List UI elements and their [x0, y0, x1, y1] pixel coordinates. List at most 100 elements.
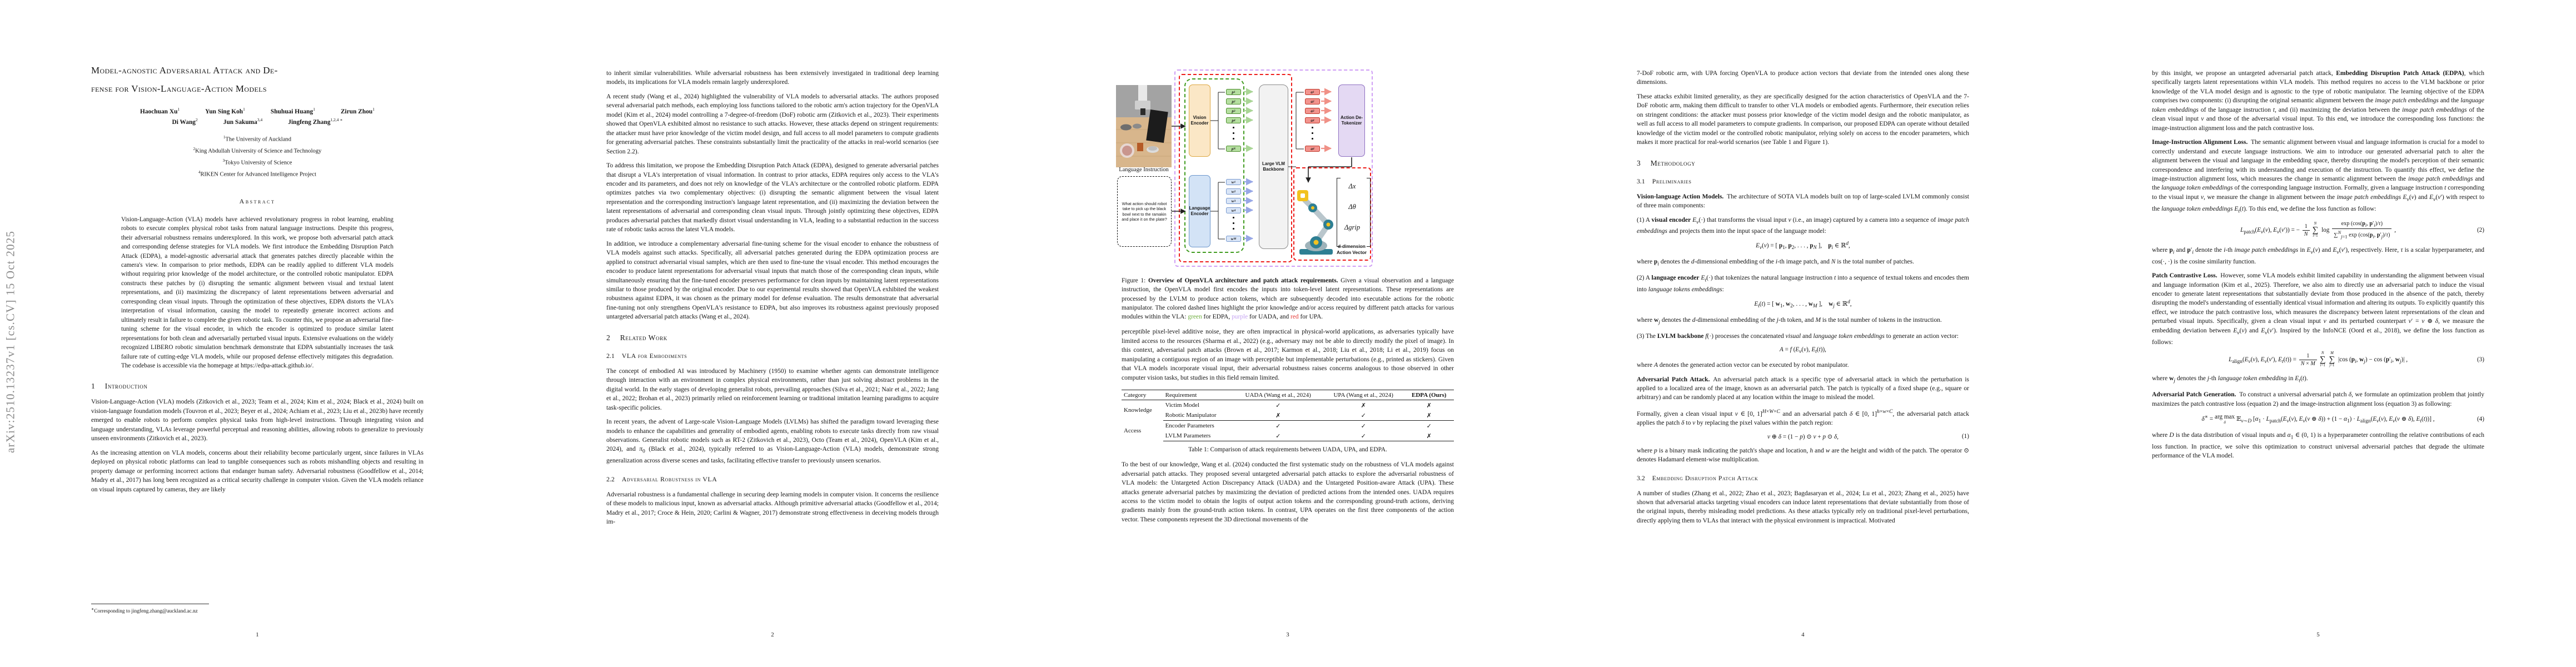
paragraph: (1) A visual encoder Ev(·) that transfor… [1637, 216, 1970, 235]
vlm-backbone-box: Large VLM Backbone [1259, 84, 1288, 249]
token-subscript: 4 [1313, 118, 1314, 122]
page-content: by this insight, we propose an untargete… [2152, 0, 2484, 466]
author-affiliation-sup: 1,2,4 ∗ [330, 117, 343, 122]
legend-word-green: green [1188, 313, 1202, 321]
homepage-link[interactable]: https://edpa-attack.github.io/ [240, 362, 312, 369]
token-symbol: w [1231, 180, 1234, 185]
paragraph: where wj denotes the j-th language token… [2152, 375, 2308, 384]
vector-bracket-left [1337, 178, 1341, 247]
author-name: Jun Sakuma3,4 [223, 117, 262, 126]
paragraph: A number of studies (Zhang et al., 2022;… [1637, 490, 1969, 524]
table-header-cell: Requirement [1163, 390, 1234, 401]
paragraph: (2) A language encoder Et(·) that tokeni… [1637, 275, 1969, 293]
token-symbol: a [1311, 89, 1313, 94]
paragraph: Adversarial robustness is a fundamental … [606, 491, 939, 525]
author-affiliation-sup: 3,4 [257, 117, 263, 122]
token-subscript: 2 [1234, 99, 1235, 103]
page-4: 7-DoF robotic arm, with UPA forcing Open… [1546, 0, 2061, 667]
figure-arrows [1030, 0, 1546, 311]
affiliation-line: 3Tokyo University of Science [91, 156, 423, 168]
paragraph: 7-DoF robotic arm, with UPA forcing Open… [1637, 70, 1969, 86]
paper-title: Model-agnostic Adversarial Attack and De… [91, 61, 423, 98]
page-content: 7-DoF robotic arm, with UPA forcing Open… [1637, 0, 1969, 530]
author-name-text: Shuhuai Huang [270, 108, 313, 115]
ellipsis-dots-icon [1233, 217, 1234, 233]
table-requirement-cell: LVLM Parameters [1163, 431, 1234, 442]
equation: A = f (Ev(v), Et(t)), [1637, 346, 1969, 355]
token-subscript: d [1313, 147, 1314, 151]
action-detokenizer-box: Action De-Tokenizer [1338, 84, 1365, 157]
token-symbol: a [1311, 146, 1313, 151]
paragraph: where pi and p′i denote the i-th image p… [2152, 246, 2485, 265]
token-symbol: w [1231, 189, 1234, 194]
upa-red-dashed-region [1179, 74, 1292, 262]
token-subscript: 2 [1313, 99, 1314, 103]
page-5: by this insight, we propose an untargete… [2061, 0, 2576, 667]
paragraph: Adversarial Patch Attack. An adversarial… [1637, 376, 1969, 401]
table-header-cell: UPA (Wang et al., 2024) [1322, 390, 1404, 401]
requirement-check-icon: ✓ [1426, 422, 1432, 430]
requirement-check-icon: ✓ [1233, 431, 1323, 442]
page-number: 4 [1801, 631, 1805, 638]
author-name: Di Wang2 [172, 117, 197, 126]
paragraph: In addition, we introduce a complementar… [606, 240, 939, 321]
affiliation-line: 2King Abdullah University of Science and… [91, 145, 423, 156]
ellipsis-dots-icon [1233, 127, 1234, 143]
token-symbol: p [1232, 118, 1234, 123]
affiliation-sup: 2 [193, 146, 196, 151]
author-name: Yun Sing Koh1 [205, 107, 245, 115]
paragraph: To the best of our knowledge, Wang et al… [1122, 461, 1454, 523]
token-symbol: p [1232, 89, 1234, 94]
paragraph: perceptible pixel-level additive noise, … [1122, 328, 1454, 381]
token-symbol: p [1232, 108, 1234, 113]
section-title: Related Work [620, 333, 667, 342]
equation-number: (2) [2477, 227, 2484, 234]
requirement-check-icon: ✓ [1275, 402, 1281, 409]
requirement-check-icon: ✓ [1322, 431, 1404, 442]
equation-body: v ⊕ δ = (1 − p) ⊙ v + p ⊙ δ, [1767, 433, 1838, 440]
uada-purple-dashed-region [1174, 69, 1373, 267]
paragraph: Vision-language Action Models. The archi… [1637, 193, 1969, 210]
paragraph: where A denotes the generated action vec… [1637, 362, 1849, 369]
vision-encoder-box: Vision Encoder [1189, 84, 1210, 157]
token-symbol: p [1232, 99, 1234, 104]
section-number: 3.2 [1637, 474, 1645, 482]
page-content: Figure 1: Overview of OpenVLA architectu… [1122, 0, 1454, 529]
page-number: 3 [1286, 631, 1289, 638]
equation-body: Et(t) = [ w1, w2, . . . , wM ], wj ∈ ℝd, [1754, 299, 1852, 310]
requirement-check-icon: ✓ [1322, 410, 1404, 421]
footnote-text: Corresponding to jingfeng.zhang@auckland… [94, 609, 198, 615]
paragraph: by this insight, we propose an untargete… [2152, 70, 2485, 132]
paragraph: A recent study (Wang et al., 2024) highl… [606, 93, 939, 155]
action-vector-component: Δθ [1348, 203, 1356, 211]
language-encoder-box: Language Encoder [1189, 175, 1210, 247]
section-number: 1 [91, 382, 95, 391]
author-name-text: Di Wang [172, 118, 196, 126]
upa-red-dashed-action-region [1293, 167, 1371, 261]
paragraph: Vision-Language-Action (VLA) models (Zit… [91, 399, 423, 442]
paragraph: In recent years, the advent of Large-sca… [606, 419, 939, 465]
paper-title-line: fense for Vision-Language-Action Models [91, 83, 267, 94]
paragraph: where pi denotes the d-dimensional embed… [1637, 258, 1915, 267]
token-symbol: p [1231, 146, 1234, 151]
author-affiliation-sup: 1 [372, 107, 375, 112]
table-caption: Table 1: Comparison of attack requiremen… [1188, 446, 1387, 454]
paragraph: to inherit similar vulnerabilities. Whil… [606, 70, 939, 86]
author-name-text: Yun Sing Koh [205, 108, 243, 115]
